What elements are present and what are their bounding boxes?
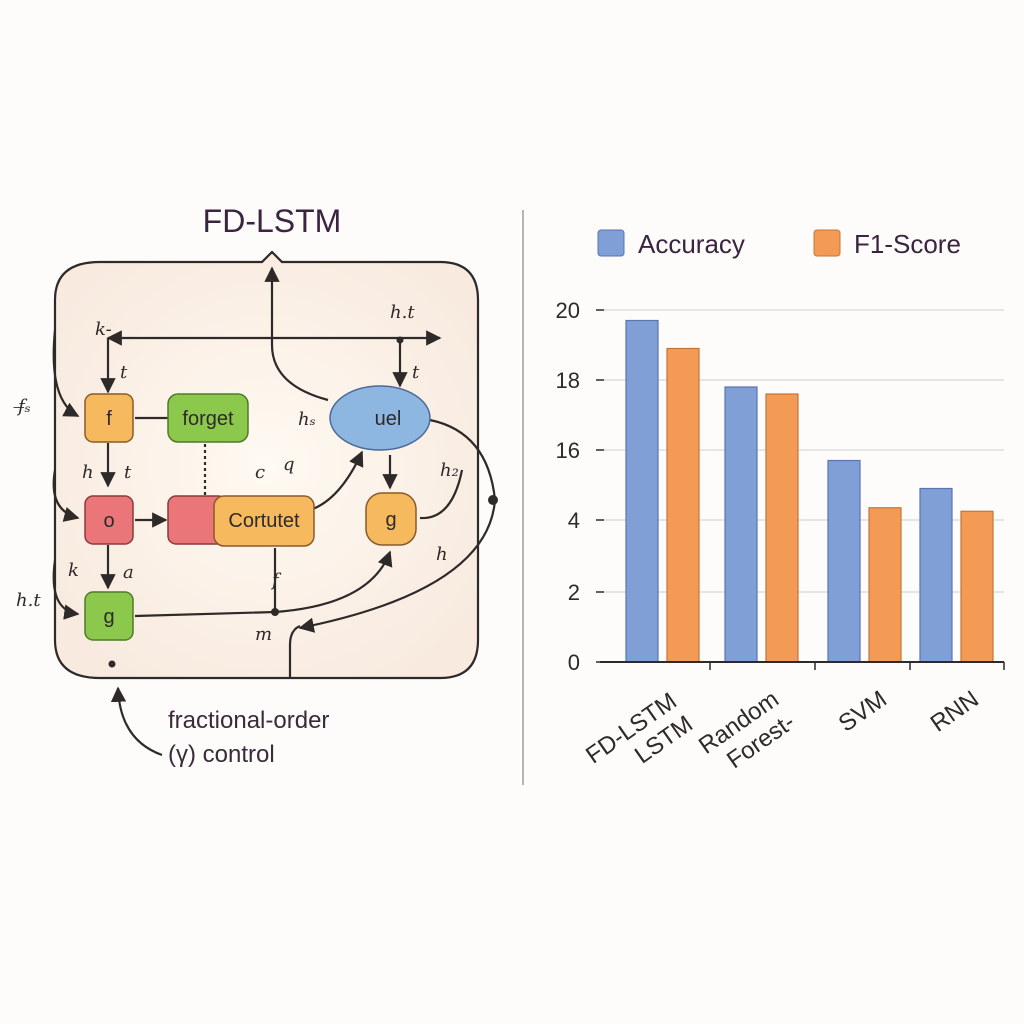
legend-swatch <box>813 229 841 257</box>
svg-text:t: t <box>124 462 132 483</box>
y-tick-label: 18 <box>556 368 580 393</box>
wire-labels: f̶ₛ h.t k- h.t t t h t c q hₛ k a f h₂ h… <box>13 302 459 645</box>
chart-bars <box>625 319 994 663</box>
bar-f1-score <box>868 507 902 663</box>
svg-text:f: f <box>106 408 112 430</box>
y-tick-label: 16 <box>556 438 580 463</box>
bar-accuracy <box>724 386 758 663</box>
svg-text:t: t <box>412 362 420 383</box>
f-gate-node: f <box>84 393 134 443</box>
chart-legend: Accuracy F1-Score <box>597 229 961 259</box>
x-category-label: RNN <box>926 686 984 738</box>
fd-lstm-diagram: FD-LSTM <box>13 203 498 768</box>
x-category-line: SVM <box>834 686 892 738</box>
y-tick-label: 20 <box>556 298 580 323</box>
cell-frame <box>53 250 480 680</box>
svg-text:g: g <box>385 509 396 531</box>
svg-text:h.t: h.t <box>16 590 41 611</box>
g-right-node: g <box>365 492 417 546</box>
g-bottom-node: g <box>84 591 134 641</box>
legend-label: Accuracy <box>638 229 745 259</box>
svg-text:k: k <box>68 560 79 581</box>
svg-text:k-: k- <box>95 319 112 340</box>
x-category-line: RNN <box>926 686 984 738</box>
o-gate-node: o <box>84 495 134 545</box>
y-axis-ticks: 0 2 4 16 18 20 <box>556 298 604 675</box>
svg-text:uel: uel <box>375 408 402 430</box>
svg-text:o: o <box>103 510 114 532</box>
y-tick-label: 0 <box>568 650 580 675</box>
svg-text:t: t <box>120 362 128 383</box>
bar-accuracy <box>827 459 861 663</box>
svg-text:a: a <box>123 562 134 583</box>
x-category-label: SVM <box>834 686 892 738</box>
uel-node: uel <box>329 385 431 451</box>
svg-text:h.t: h.t <box>390 302 415 323</box>
bar-accuracy <box>919 487 953 663</box>
forget-node: forget <box>167 393 249 443</box>
svg-text:h: h <box>436 544 448 565</box>
y-tick-label: 4 <box>568 508 580 533</box>
x-category-label: RandomForest- <box>694 686 800 783</box>
svg-text:(γ) control: (γ) control <box>168 741 275 768</box>
diagram-title: FD-LSTM <box>203 203 342 239</box>
svg-text:f̶ₛ: f̶ₛ <box>13 396 31 417</box>
svg-text:g: g <box>103 606 114 628</box>
legend-swatch <box>597 229 625 257</box>
svg-text:h₂: h₂ <box>440 460 459 481</box>
cortutet-node: Cortutet <box>167 495 315 547</box>
bar-f1-score <box>765 393 799 663</box>
y-tick-label: 2 <box>568 580 580 605</box>
svg-text:q: q <box>283 454 295 475</box>
bar-accuracy <box>625 319 659 663</box>
svg-text:h: h <box>82 462 94 483</box>
svg-text:fractional-order: fractional-order <box>168 707 329 734</box>
svg-text:forget: forget <box>182 408 234 430</box>
x-category-label: FD-LSTMLSTM <box>581 688 698 793</box>
caption: fractional-order (γ) control <box>168 707 329 768</box>
bar-f1-score <box>666 347 700 663</box>
svg-text:Cortutet: Cortutet <box>228 510 300 532</box>
connection-wires <box>52 266 498 757</box>
bar-f1-score <box>960 510 994 663</box>
x-axis-ticks <box>709 662 1005 670</box>
svg-text:hₛ: hₛ <box>298 409 316 430</box>
svg-text:c: c <box>255 462 265 483</box>
svg-text:m: m <box>255 624 272 645</box>
legend-label: F1-Score <box>854 229 961 259</box>
results-chart: Accuracy F1-Score 0 2 4 16 18 20 FD-LSTMLSTMRa… <box>556 229 1005 793</box>
